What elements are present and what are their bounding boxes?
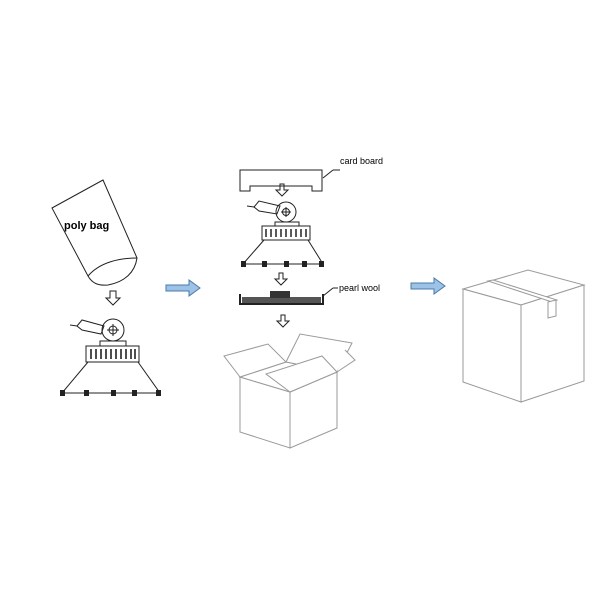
poly-bag-label: poly bag: [64, 220, 109, 232]
down-arrow-1: [104, 290, 122, 306]
flow-arrow-2: [410, 277, 446, 295]
poly-bag-illustration: [51, 179, 138, 286]
light-fixture-1: [60, 318, 161, 396]
pearl-wool-label: pearl wool: [339, 283, 380, 293]
pearl-wool-illustration: [239, 287, 338, 305]
open-box-illustration: [223, 333, 356, 449]
down-arrow-4: [275, 314, 291, 328]
down-arrow-3: [273, 272, 289, 286]
card-board-label: card board: [340, 156, 383, 166]
light-fixture-2: [241, 200, 324, 267]
card-board-illustration: [239, 169, 340, 192]
flow-arrow-1: [165, 279, 201, 297]
down-arrow-2: [274, 183, 290, 197]
sealed-box-illustration: [461, 269, 586, 403]
